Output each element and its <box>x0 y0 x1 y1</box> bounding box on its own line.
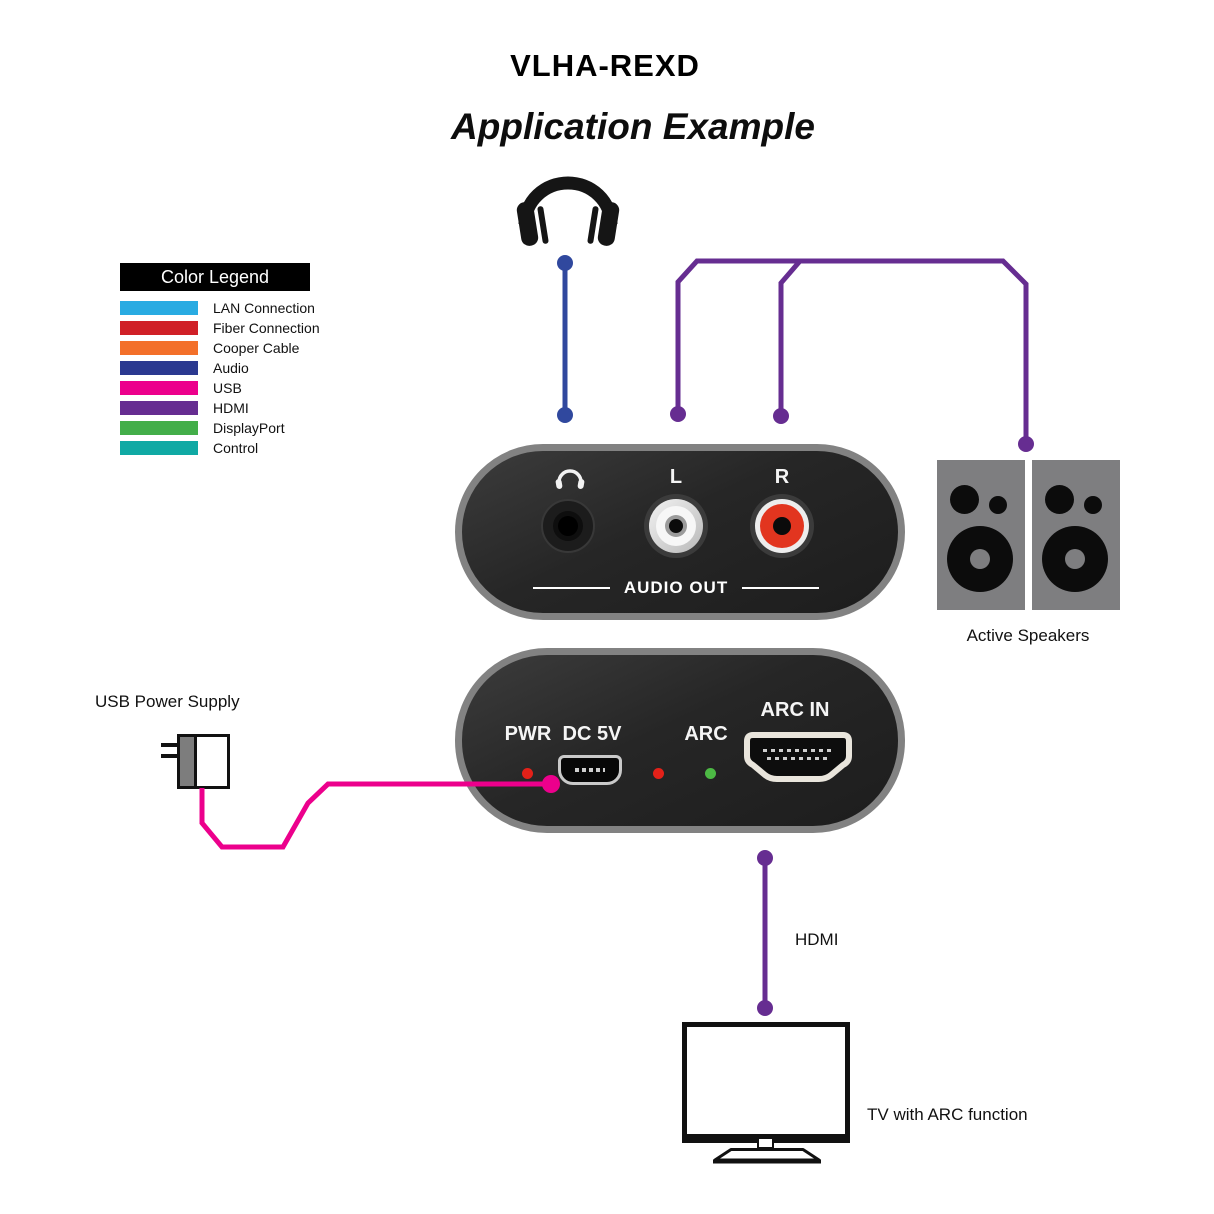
cable-endpoint-dot <box>557 407 573 423</box>
power-led <box>522 768 533 779</box>
active-speakers-label: Active Speakers <box>966 626 1090 645</box>
legend-color-swatch <box>120 381 198 395</box>
legend-item: HDMI <box>120 400 320 416</box>
adapter-prong <box>161 743 179 747</box>
legend-item-label: HDMI <box>213 400 249 416</box>
legend-color-swatch <box>120 361 198 375</box>
rca-left-port <box>644 494 708 558</box>
headphones-icon <box>516 176 620 246</box>
tv-bottom-bar <box>687 1134 845 1138</box>
cable-endpoint-dot <box>773 408 789 424</box>
hdmi-pins <box>763 749 831 760</box>
speaker-port <box>989 496 1007 514</box>
speaker-port <box>1084 496 1102 514</box>
legend-item: Fiber Connection <box>120 320 320 336</box>
headphone-port-icon <box>555 469 585 489</box>
legend-items: LAN Connection Fiber Connection Cooper C… <box>120 300 320 456</box>
tv-stand <box>713 1148 821 1164</box>
rca-right-port <box>750 494 814 558</box>
legend-item-label: LAN Connection <box>213 300 315 316</box>
speaker-woofer-hub <box>1065 549 1085 569</box>
legend-color-swatch <box>120 441 198 455</box>
legend-item: Control <box>120 440 320 456</box>
cable-endpoint-dot <box>757 1000 773 1016</box>
audio-out-device: L R AUDIO OUT <box>455 444 905 620</box>
speaker-left <box>937 460 1025 610</box>
legend-item-label: USB <box>213 380 242 396</box>
hdmi-cable-label: HDMI <box>795 930 839 949</box>
arc-red-led <box>653 768 664 779</box>
headphone-jack-hole <box>558 516 578 536</box>
page-subtitle: Application Example <box>451 106 815 147</box>
legend-color-swatch <box>120 401 198 415</box>
audio-out-label: AUDIO OUT <box>623 578 729 597</box>
legend-header: Color Legend <box>120 263 310 291</box>
audio-out-caption: AUDIO OUT <box>533 578 820 598</box>
right-rca-label: R <box>774 466 790 488</box>
legend-item-label: Fiber Connection <box>213 320 320 336</box>
adapter-body <box>177 734 230 789</box>
headphone-jack-port <box>541 499 595 553</box>
hdmi-cable <box>757 850 773 1016</box>
legend-color-swatch <box>120 341 198 355</box>
tv-stand-neck <box>757 1139 774 1149</box>
usb-power-supply-label: USB Power Supply <box>95 692 240 711</box>
speaker-cable-left <box>670 258 1034 452</box>
audio-cable <box>557 255 573 423</box>
separator-line <box>742 587 820 589</box>
legend-item: DisplayPort <box>120 420 320 436</box>
speaker-woofer <box>947 526 1013 592</box>
adapter-prong <box>161 754 179 758</box>
arc-green-led <box>705 768 716 779</box>
color-legend: Color Legend LAN Connection Fiber Connec… <box>120 263 320 456</box>
legend-item-label: Control <box>213 440 259 456</box>
dc5v-label: DC 5V <box>562 723 622 745</box>
speaker-woofer-hub <box>970 549 990 569</box>
legend-color-swatch <box>120 321 198 335</box>
left-rca-label: L <box>669 466 683 488</box>
legend-item: Audio <box>120 360 320 376</box>
arc-in-label: ARC IN <box>760 699 830 721</box>
arc-label: ARC <box>684 723 728 745</box>
pwr-label: PWR <box>504 723 552 745</box>
legend-item: USB <box>120 380 320 396</box>
tv-icon <box>682 1022 850 1143</box>
hdmi-port <box>744 732 852 782</box>
adapter-plug-section <box>180 737 197 786</box>
cable-endpoint-dot <box>1018 436 1034 452</box>
rear-panel-device: PWR DC 5V ARC ARC IN <box>455 648 905 833</box>
legend-item-label: Audio <box>213 360 249 376</box>
speaker-cable-right <box>773 259 802 424</box>
micro-usb-pins <box>575 768 605 772</box>
speaker-right <box>1032 460 1120 610</box>
speaker-tweeter <box>1045 485 1074 514</box>
legend-item: Cooper Cable <box>120 340 320 356</box>
legend-item: LAN Connection <box>120 300 320 316</box>
legend-item-label: Cooper Cable <box>213 340 300 356</box>
tv-label: TV with ARC function <box>867 1105 1028 1124</box>
cable-endpoint-dot <box>757 850 773 866</box>
legend-color-swatch <box>120 421 198 435</box>
legend-item-label: DisplayPort <box>213 420 285 436</box>
cable-endpoint-dot <box>557 255 573 271</box>
micro-usb-port <box>558 755 622 785</box>
cable-endpoint-dot <box>670 406 686 422</box>
separator-line <box>533 587 610 589</box>
speaker-tweeter <box>950 485 979 514</box>
rca-left-hole <box>669 519 683 533</box>
page-title: VLHA-REXD <box>510 48 700 83</box>
legend-color-swatch <box>120 301 198 315</box>
rca-right-hole <box>773 517 791 535</box>
speaker-woofer <box>1042 526 1108 592</box>
